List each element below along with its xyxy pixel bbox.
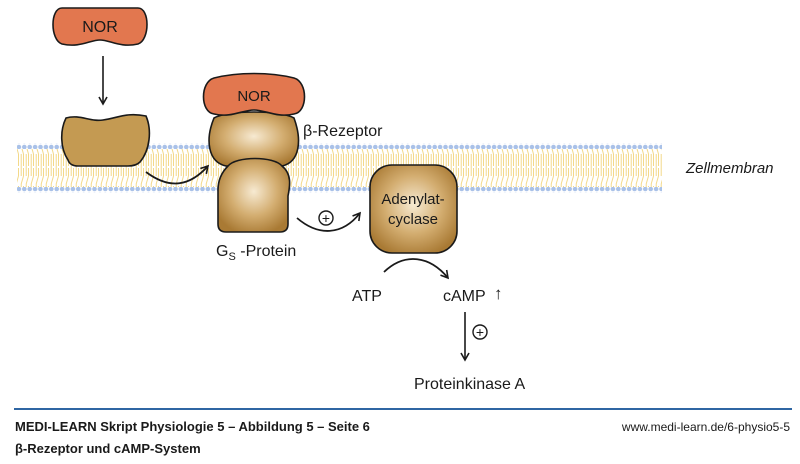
membrane-tails-bottom (17, 168, 662, 187)
pka-label: Proteinkinase A (414, 376, 526, 393)
svg-text:+: + (476, 324, 484, 340)
receptor-label: β-Rezeptor (303, 123, 383, 140)
membrane-label: Zellmembran (685, 160, 774, 177)
camp-label: cAMP (443, 288, 486, 305)
svg-text:NOR: NOR (237, 88, 271, 105)
activation-arrow-gs-ac (296, 211, 361, 232)
svg-text:+: + (322, 210, 330, 226)
membrane-tails-top (17, 149, 662, 168)
svg-text:cyclase: cyclase (388, 211, 438, 228)
conformation-arrow (145, 164, 210, 185)
gs-protein (217, 157, 291, 233)
gs-protein-label: GS -Protein (216, 243, 296, 263)
conversion-arrow (383, 258, 450, 280)
nor-ligand-bound: NOR (202, 72, 306, 116)
adenylate-cyclase: Adenylat- cyclase (369, 164, 458, 254)
svg-text:NOR: NOR (82, 19, 118, 36)
svg-text:Adenylat-: Adenylat- (381, 191, 444, 208)
nor-ligand-free: NOR (52, 7, 148, 46)
membrane-heads-top (17, 143, 662, 149)
footer-divider (14, 408, 792, 410)
figure-caption: β-Rezeptor und cAMP-System (15, 441, 201, 456)
increase-arrow-icon: ↑ (494, 284, 503, 303)
atp-label: ATP (352, 288, 382, 305)
membrane-heads-bottom (17, 187, 662, 193)
receptor-unbound (60, 113, 151, 167)
plus-icon: + (318, 210, 334, 226)
footer-title: MEDI-LEARN Skript Physiologie 5 – Abbild… (15, 419, 370, 434)
beta-receptor (208, 111, 300, 167)
footer-url[interactable]: www.medi-learn.de/6-physio5-5 (621, 420, 790, 434)
plus-icon: + (472, 324, 488, 340)
